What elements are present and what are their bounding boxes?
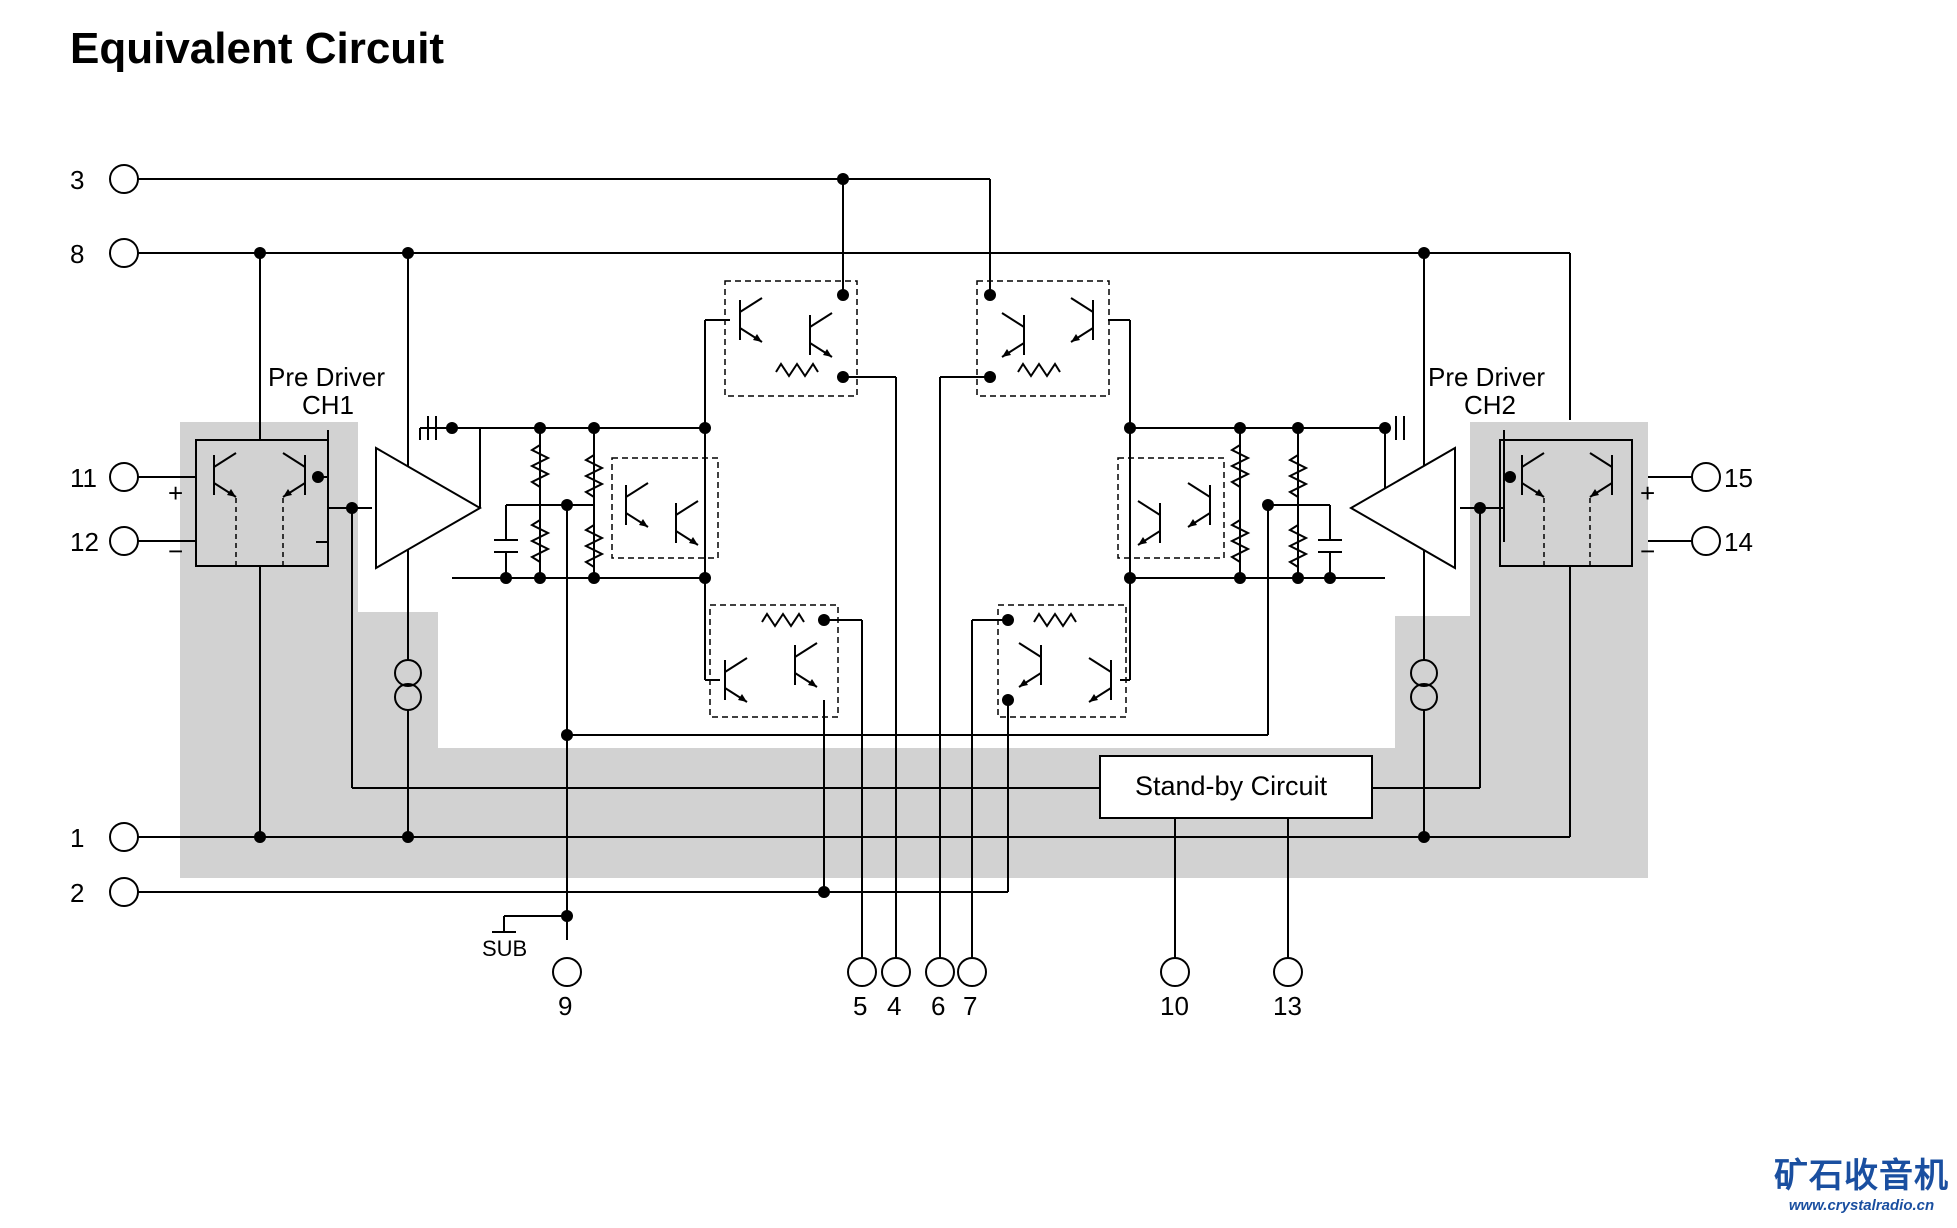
watermark-url: www.crystalradio.cn xyxy=(1788,1197,1935,1214)
pin-label-12: 12 xyxy=(70,527,99,557)
pin-label-14: 14 xyxy=(1724,527,1753,557)
junction-dots xyxy=(254,173,1516,922)
standby-circuit-box xyxy=(1099,755,1373,819)
pre-driver-ch2-block xyxy=(1499,439,1633,567)
circuit-wiring xyxy=(138,178,1692,958)
capacitor-symbols xyxy=(427,416,1405,553)
current-source-ch1 xyxy=(394,659,422,711)
ch1-plus-sign: + xyxy=(168,478,183,508)
pin-label-1: 1 xyxy=(70,823,84,853)
pin-label-10: 10 xyxy=(1160,991,1189,1021)
pin-label-2: 2 xyxy=(70,878,84,908)
pin-label-4: 4 xyxy=(887,991,901,1021)
ch2-plus-sign: + xyxy=(1640,478,1655,508)
pin-label-15: 15 xyxy=(1724,463,1753,493)
resistor-symbols xyxy=(529,444,1309,568)
standby-circuit-label: Stand-by Circuit xyxy=(1135,771,1328,801)
pre-driver-ch1-label-line2: CH1 xyxy=(302,390,354,420)
pre-driver-ch2-label-line1: Pre Driver xyxy=(1428,362,1545,392)
pin-label-8: 8 xyxy=(70,239,84,269)
watermark: 矿石收音机 www.crystalradio.cn xyxy=(1774,1148,1949,1214)
ch2-minus-sign: − xyxy=(1640,536,1655,566)
pin-label-13: 13 xyxy=(1273,991,1302,1021)
ch1-minus-sign: − xyxy=(168,536,183,566)
pre-driver-ch2-label-line2: CH2 xyxy=(1464,390,1516,420)
page-title: Equivalent Circuit xyxy=(70,24,445,73)
sub-label: SUB xyxy=(482,936,527,961)
output-transistor-blocks xyxy=(611,280,1225,718)
pin-label-9: 9 xyxy=(558,991,572,1021)
pin-label-6: 6 xyxy=(931,991,945,1021)
amplifier-ch2 xyxy=(1348,446,1456,570)
pre-driver-ch1-label-line1: Pre Driver xyxy=(268,362,385,392)
amplifier-ch1 xyxy=(375,446,483,570)
sub-ground-symbol xyxy=(492,916,516,933)
pin-terminals xyxy=(109,164,1721,987)
pre-driver-ch1-block xyxy=(195,439,329,567)
pin-label-11: 11 xyxy=(70,463,97,493)
pin-label-7: 7 xyxy=(963,991,977,1021)
pin-label-5: 5 xyxy=(853,991,867,1021)
watermark-logo: 矿石收音机 xyxy=(1774,1156,1949,1196)
pin-label-3: 3 xyxy=(70,165,84,195)
current-source-ch2 xyxy=(1410,659,1438,711)
